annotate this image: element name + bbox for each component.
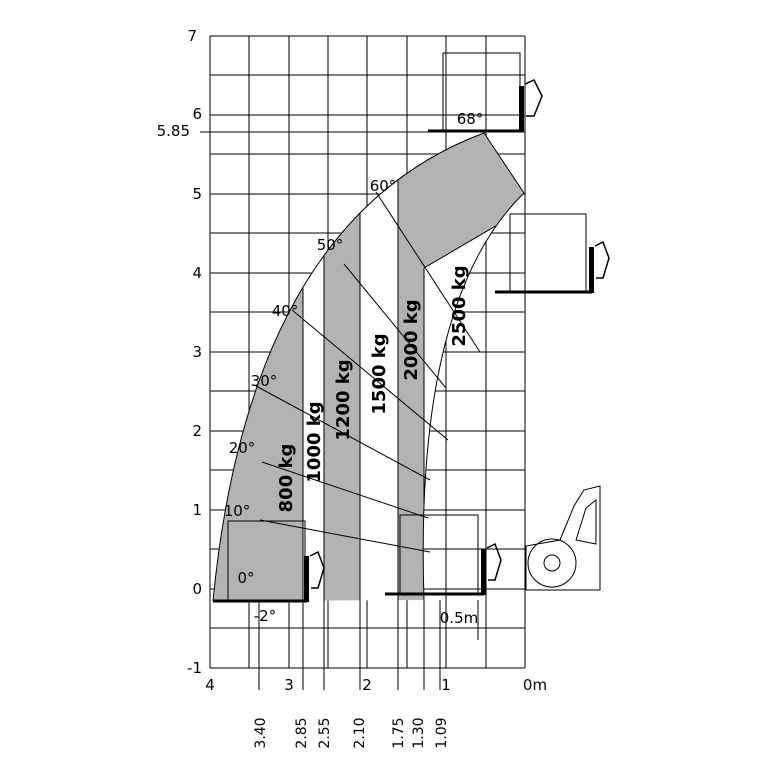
dist-label: 2.10 — [352, 717, 368, 748]
angle-label: 40° — [272, 302, 299, 320]
angle-label: 20° — [229, 439, 256, 457]
y-tick: 7 — [187, 27, 197, 45]
zone-2000-shade — [398, 133, 524, 601]
y-tick: 5 — [192, 185, 202, 203]
capacity-label-1000: 1000 kg — [304, 401, 325, 482]
x-tick: 1 — [441, 676, 451, 694]
dist-label: 2.85 — [294, 717, 310, 748]
envelope-outline — [212, 132, 525, 602]
dist-label: 1.30 — [411, 717, 427, 748]
y-tick: 0 — [192, 580, 202, 598]
zone-800-shade — [213, 133, 303, 601]
scale-marker: 0.5m — [439, 600, 479, 640]
dist-label: 2.55 — [317, 717, 333, 748]
wheel-icon — [527, 538, 577, 588]
angle-label: 10° — [224, 502, 251, 520]
y-tick: 3 — [192, 343, 202, 361]
x-axis-labels: 4 3 2 1 0m — [205, 676, 547, 694]
distance-labels: 3.40 2.85 2.55 2.10 1.75 1.30 1.09 — [253, 717, 450, 748]
y-tick: 1 — [192, 501, 202, 519]
angle-label: 60° — [370, 177, 397, 195]
angle-labels: 68° 60° 50° 40° 30° 20° 10° 0° -2° — [224, 110, 484, 625]
angle-label: -2° — [254, 607, 276, 625]
load-box-mid — [509, 213, 587, 292]
y-tick: -1 — [187, 659, 202, 677]
x-tick: 3 — [284, 676, 294, 694]
angle-label: 0° — [237, 569, 254, 587]
x-tick: 0m — [523, 676, 547, 694]
angle-label: 50° — [317, 236, 344, 254]
capacity-label-2000: 2000 kg — [401, 299, 422, 380]
dist-label: 3.40 — [253, 717, 269, 748]
x-tick: 2 — [362, 676, 372, 694]
machine-cab-icon — [525, 485, 601, 591]
capacity-label-2500: 2500 kg — [449, 265, 470, 346]
capacity-label-1200: 1200 kg — [333, 359, 354, 440]
scale-label: 0.5m — [440, 609, 478, 627]
capacity-labels: 800 kg 1000 kg 1200 kg 1500 kg 2000 kg 2… — [276, 265, 470, 512]
y-tick: 2 — [192, 422, 202, 440]
angle-label: 30° — [251, 372, 278, 390]
dist-label: 1.09 — [434, 717, 450, 748]
y-tick: 4 — [192, 264, 202, 282]
capacity-label-1500: 1500 kg — [369, 333, 390, 414]
fork-icon — [213, 79, 610, 603]
capacity-label-800: 800 kg — [276, 444, 297, 513]
y-tick: 6 — [192, 105, 202, 123]
dist-label: 1.75 — [391, 717, 407, 748]
angle-rays — [255, 191, 481, 553]
x-tick: 4 — [205, 676, 215, 694]
y-axis-labels: 7 6 5 4 3 2 1 0 -1 5.85 — [157, 27, 202, 677]
angle-label: 68° — [457, 110, 484, 128]
y-tick-extra: 5.85 — [157, 122, 190, 140]
